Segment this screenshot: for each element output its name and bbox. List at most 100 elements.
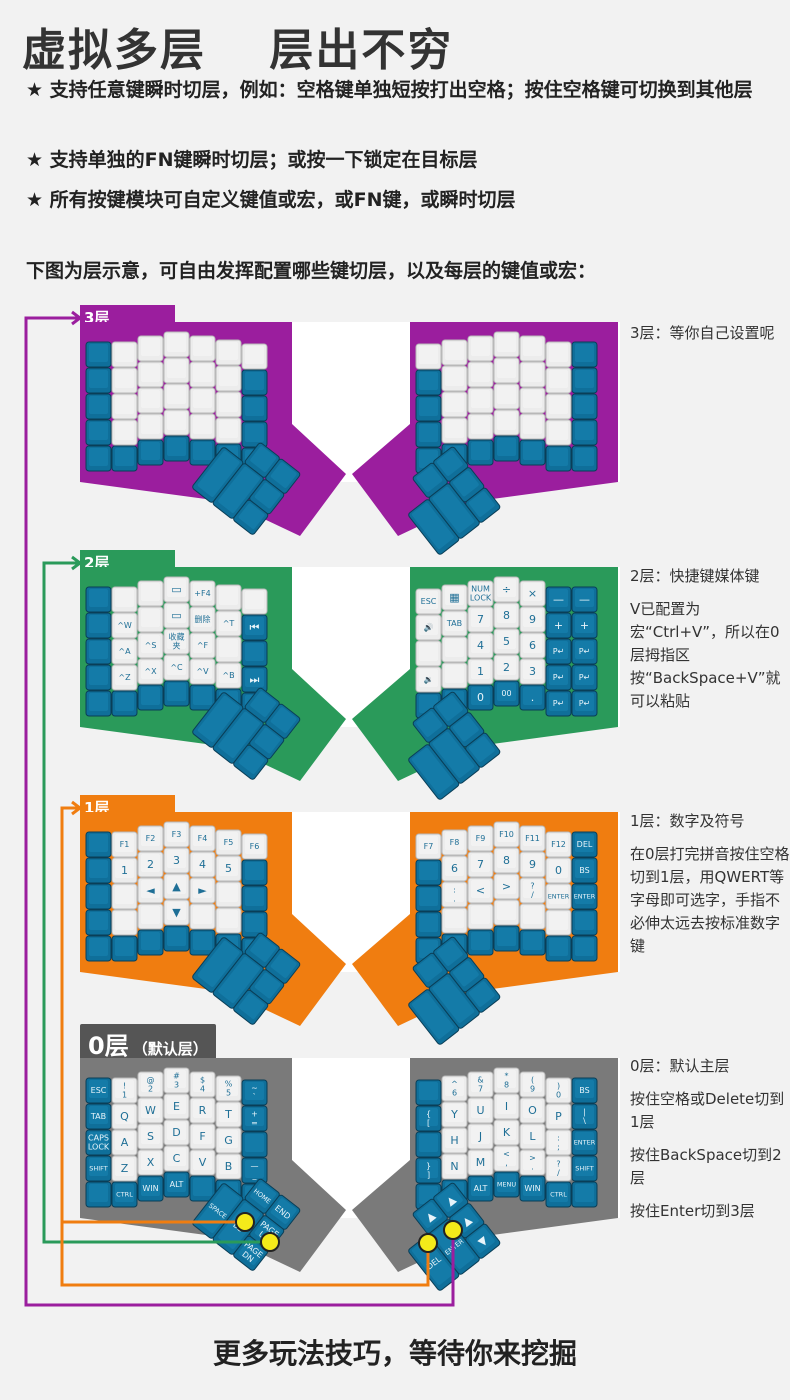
key: Z [111, 1155, 138, 1182]
key-label: TAB [90, 1112, 106, 1121]
key-label: + [251, 1110, 258, 1119]
key [241, 369, 268, 396]
key [215, 907, 242, 934]
key: P↵ [571, 664, 598, 691]
key: ▲ [412, 1198, 448, 1234]
key [519, 361, 546, 388]
key-highlight-dot [235, 1212, 255, 1232]
key [137, 335, 164, 362]
key [111, 935, 138, 962]
key [241, 885, 268, 912]
key-label: P↵ [553, 647, 565, 656]
key-label: BS [579, 1086, 589, 1095]
key-label: X [147, 1156, 155, 1169]
key [85, 393, 112, 420]
key-label: C [173, 1152, 181, 1165]
layer-1-desc: 1层：数字及符号 在0层打完拼音按住空格切到1层，用QWERT等字母即可选字，手… [630, 810, 790, 968]
key: ▼ [465, 1223, 501, 1259]
key [571, 1181, 598, 1208]
key-label: F8 [450, 838, 460, 847]
key-label: J [478, 1130, 482, 1143]
key [415, 859, 442, 886]
key [233, 744, 269, 780]
key-label: WIN [524, 1184, 540, 1193]
key [545, 341, 572, 368]
key [244, 932, 280, 968]
key-label: ~ [251, 1084, 258, 1093]
key-label: 7 [478, 1085, 483, 1094]
key-label: ^B [222, 671, 234, 680]
key-label: × [528, 587, 537, 600]
key-label: 5 [503, 635, 510, 648]
key-label: 3 [529, 665, 536, 678]
key [433, 691, 469, 727]
key [493, 331, 520, 358]
key-label: } [426, 1162, 431, 1171]
key-label: — [251, 1162, 259, 1171]
key [415, 1131, 442, 1158]
key: CTRL [111, 1181, 138, 1208]
key [189, 903, 216, 930]
key: ?/ [519, 877, 546, 904]
key-label: SHIFT [575, 1165, 594, 1173]
thumb-cluster [408, 446, 501, 555]
key: R [189, 1097, 216, 1124]
key [519, 903, 546, 930]
key: <, [493, 1145, 520, 1172]
key-label: { [426, 1110, 431, 1119]
key: I [493, 1093, 520, 1120]
key: WIN [519, 1175, 546, 1202]
key-highlight-dot [418, 1233, 438, 1253]
key [428, 483, 480, 539]
key: 6 [519, 632, 546, 659]
layer-0-desc: 0层：默认主层 按住空格或Delete切到1层 按住BackSpace切到2层 … [630, 1055, 790, 1233]
key-label: ^V [196, 667, 209, 676]
key [493, 925, 520, 952]
key-label: F1 [120, 840, 130, 849]
key-label: 4 [199, 858, 206, 871]
key [137, 361, 164, 388]
key-label: % [225, 1080, 233, 1089]
key: ENTER [571, 883, 598, 910]
key [467, 361, 494, 388]
key [85, 341, 112, 368]
key: H [441, 1127, 468, 1154]
key: 2 [493, 654, 520, 681]
key-label: F6 [250, 842, 260, 851]
key [189, 387, 216, 414]
key-label: F9 [476, 834, 486, 843]
key: ÷ [493, 576, 520, 603]
key [192, 937, 244, 993]
key-label: P↵ [553, 673, 565, 682]
key-label: ⏭ [250, 673, 260, 686]
key [85, 586, 112, 613]
key [192, 447, 244, 503]
key-label: ^S [145, 641, 157, 650]
key: &7 [467, 1071, 494, 1098]
key [111, 690, 138, 717]
key: N [441, 1153, 468, 1180]
key [244, 687, 280, 723]
key [415, 395, 442, 422]
key: TAB [85, 1103, 112, 1130]
key-label: 3 [174, 1081, 179, 1090]
key: ^F [189, 632, 216, 659]
key [189, 413, 216, 440]
key: 00 [493, 680, 520, 707]
key-label: ^A [118, 647, 131, 656]
key: SHIFT [571, 1155, 598, 1182]
key: C [163, 1145, 190, 1172]
key: — [545, 586, 572, 613]
key-label: ALT [474, 1184, 488, 1193]
key: + [571, 612, 598, 639]
key [265, 703, 301, 739]
key-label: D [172, 1126, 180, 1139]
key: 8 [493, 847, 520, 874]
key-label: I [505, 1100, 508, 1113]
key: )0 [545, 1077, 572, 1104]
layer-3-desc-line: 3层：等你自己设置呢 [630, 324, 775, 342]
key: CTRL [545, 1181, 572, 1208]
